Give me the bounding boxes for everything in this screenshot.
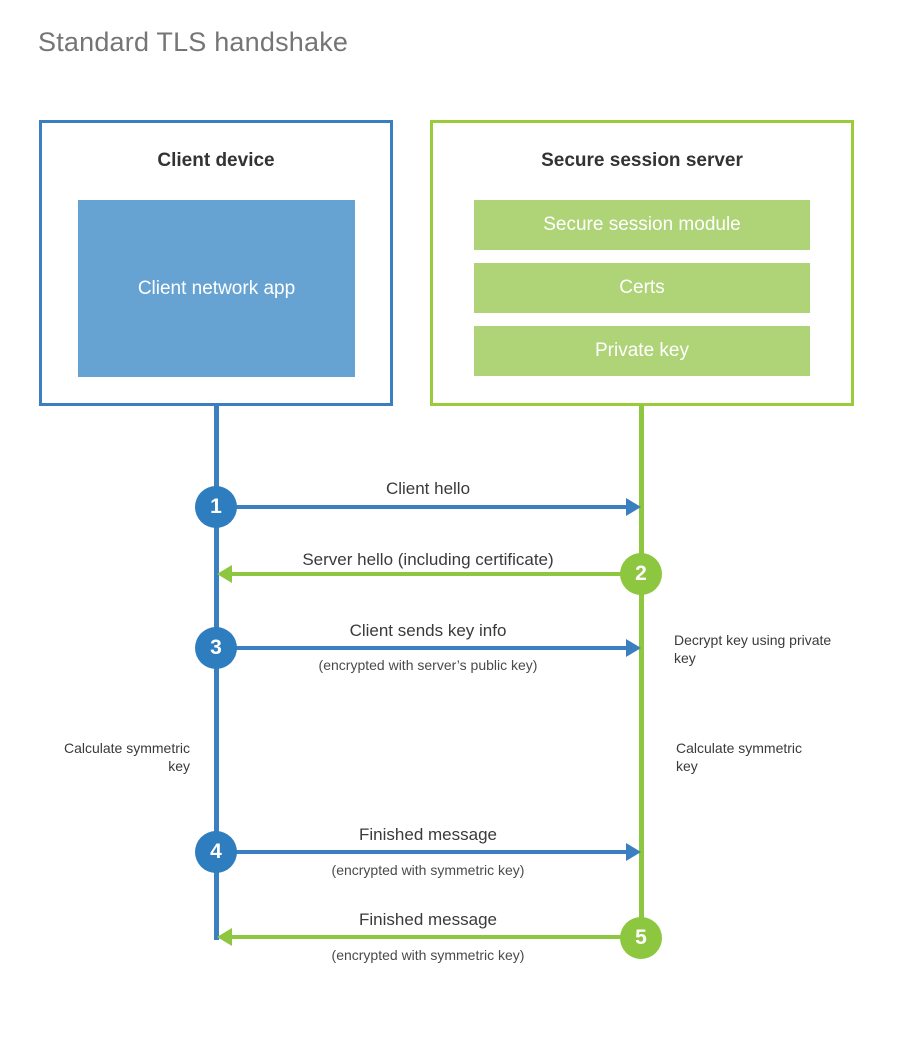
- step-4-arrow-line: [216, 850, 626, 854]
- annotation-server-calculate: Calculate symmetric key: [676, 740, 803, 774]
- secure-session-server-box: Secure session server Secure session mod…: [430, 120, 854, 406]
- step-3-circle: 3: [195, 627, 237, 669]
- step-2-label: Server hello (including certificate): [302, 550, 554, 569]
- annotation-client-calculate: Calculate symmetric key: [63, 740, 190, 774]
- step-3-arrow-head-icon: [626, 639, 641, 657]
- step-2-arrow-head-icon: [217, 565, 232, 583]
- step-1-arrow-line: [216, 505, 626, 509]
- step-2-circle: 2: [620, 553, 662, 595]
- client-device-title: Client device: [157, 150, 275, 171]
- step-5-arrow-line: [232, 935, 632, 939]
- client-device-box: Client device Client network app: [39, 120, 393, 406]
- step-2-arrow-line: [232, 572, 632, 576]
- client-network-app-block: Client network app: [78, 200, 355, 377]
- step-5-arrow-head-icon: [217, 928, 232, 946]
- step-3-sublabel: (encrypted with server’s public key): [318, 657, 538, 673]
- annotation-server-decrypt: Decrypt key using private key: [674, 632, 832, 666]
- secure-session-server-title: Secure session server: [541, 150, 743, 171]
- step-3-arrow-line: [216, 646, 626, 650]
- step-5-sublabel: (encrypted with symmetric key): [331, 947, 525, 963]
- client-lifeline: [214, 405, 219, 940]
- step-1-label: Client hello: [385, 479, 471, 498]
- server-lifeline: [639, 405, 644, 940]
- step-5-label: Finished message: [359, 910, 497, 929]
- step-4-sublabel: (encrypted with symmetric key): [331, 862, 525, 878]
- page-title: Standard TLS handshake: [38, 27, 349, 57]
- step-4-arrow-head-icon: [626, 843, 641, 861]
- step-1-arrow-head-icon: [626, 498, 641, 516]
- step-1-circle: 1: [195, 486, 237, 528]
- step-4-circle: 4: [195, 831, 237, 873]
- step-3-label: Client sends key info: [349, 621, 507, 640]
- server-bar-private-key: Private key: [474, 326, 810, 376]
- step-5-circle: 5: [620, 917, 662, 959]
- server-bar-certs: Certs: [474, 263, 810, 313]
- step-4-label: Finished message: [359, 825, 497, 844]
- server-bar-secure-session-module: Secure session module: [474, 200, 810, 250]
